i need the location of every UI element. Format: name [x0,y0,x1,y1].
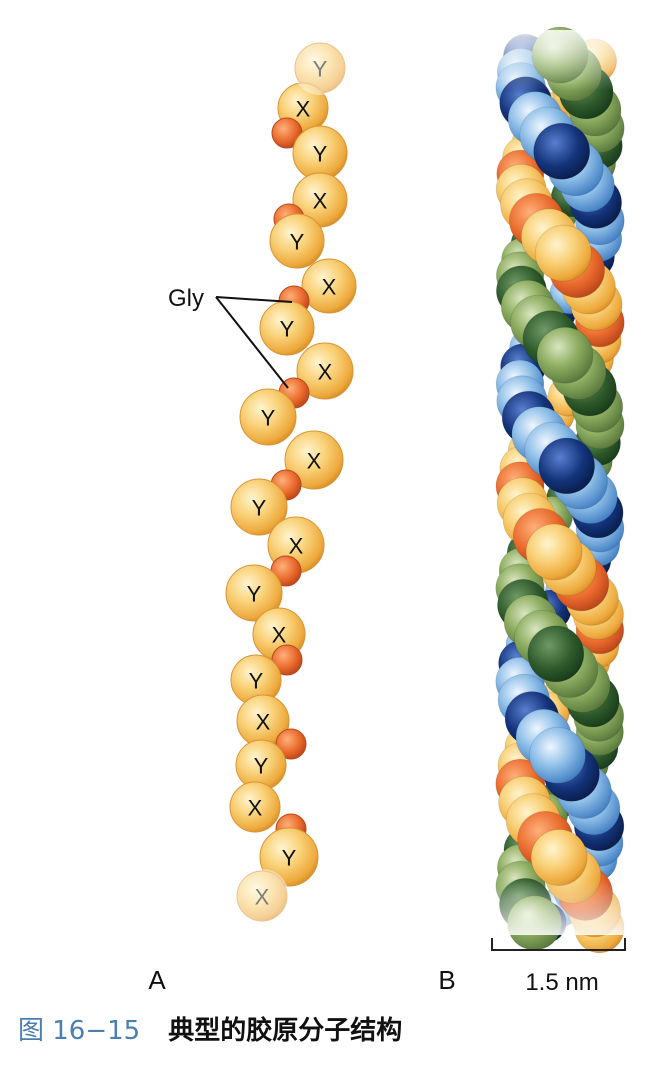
fade-overlay [470,30,650,90]
y-residue-label: Y [290,230,305,255]
y-residue-label: Y [313,57,328,82]
scale-bar-label: 1.5 nm [525,969,598,996]
scale-bar [491,938,626,951]
panel-label-b: B [438,965,455,995]
x-residue [284,430,344,490]
blue-strand-atom [533,122,591,180]
x-residue [296,342,354,400]
glycine-residue [271,644,303,676]
gly-pointer-lines [215,296,293,389]
x-residue [301,258,357,314]
y-residue-label: Y [280,317,295,342]
fade-overlay [235,869,289,923]
x-residue [229,781,281,833]
fade-overlay [470,880,650,935]
gly-pointer-line-lower [215,296,289,389]
triple-helix-model [470,26,650,954]
x-residue-label: X [256,710,271,735]
blue-strand-atom [529,726,586,784]
y-residue-label: Y [261,406,276,431]
x-residue-label: X [255,885,270,910]
y-residue-label: Y [254,754,269,779]
y-residue [259,827,319,887]
yellow-strand-atom [530,829,588,886]
x-residue [236,870,288,922]
glycine-residue [275,728,307,760]
x-residue-label: X [313,189,328,214]
panel-label-a: A [148,965,166,995]
x-residue-label: X [289,534,304,559]
x-residue-label: X [318,360,333,385]
gly-label: Gly [168,285,204,312]
x-residue-label: X [272,623,287,648]
blue-strand-atom [538,437,595,495]
figure-caption: 图 16−15 典型的胶原分子结构 [18,1008,638,1048]
x-residue-label: X [322,275,337,300]
green-strand-atom [527,625,585,683]
y-residue-label: Y [282,846,297,871]
fade-overlay [293,41,347,95]
y-residue-label: Y [249,669,264,694]
green-strand-atom [536,326,594,384]
y-residue-label: Y [252,496,267,521]
figure-title: 典型的胶原分子结构 [168,1015,403,1046]
y-residue-label: Y [247,582,262,607]
y-residue [269,213,325,269]
x-residue-label: X [307,449,322,474]
yellow-strand-atom [525,523,583,581]
yellow-strand-atom [534,224,592,282]
y-residue [230,478,288,536]
y-residue-label: Y [313,142,328,167]
x-residue-label: X [248,796,263,821]
gly-pointer-line-upper [215,296,293,303]
y-residue [225,564,283,622]
x-residue-label: X [296,97,311,122]
y-residue [239,388,297,446]
figure-number: 图 16−15 [18,1015,141,1046]
